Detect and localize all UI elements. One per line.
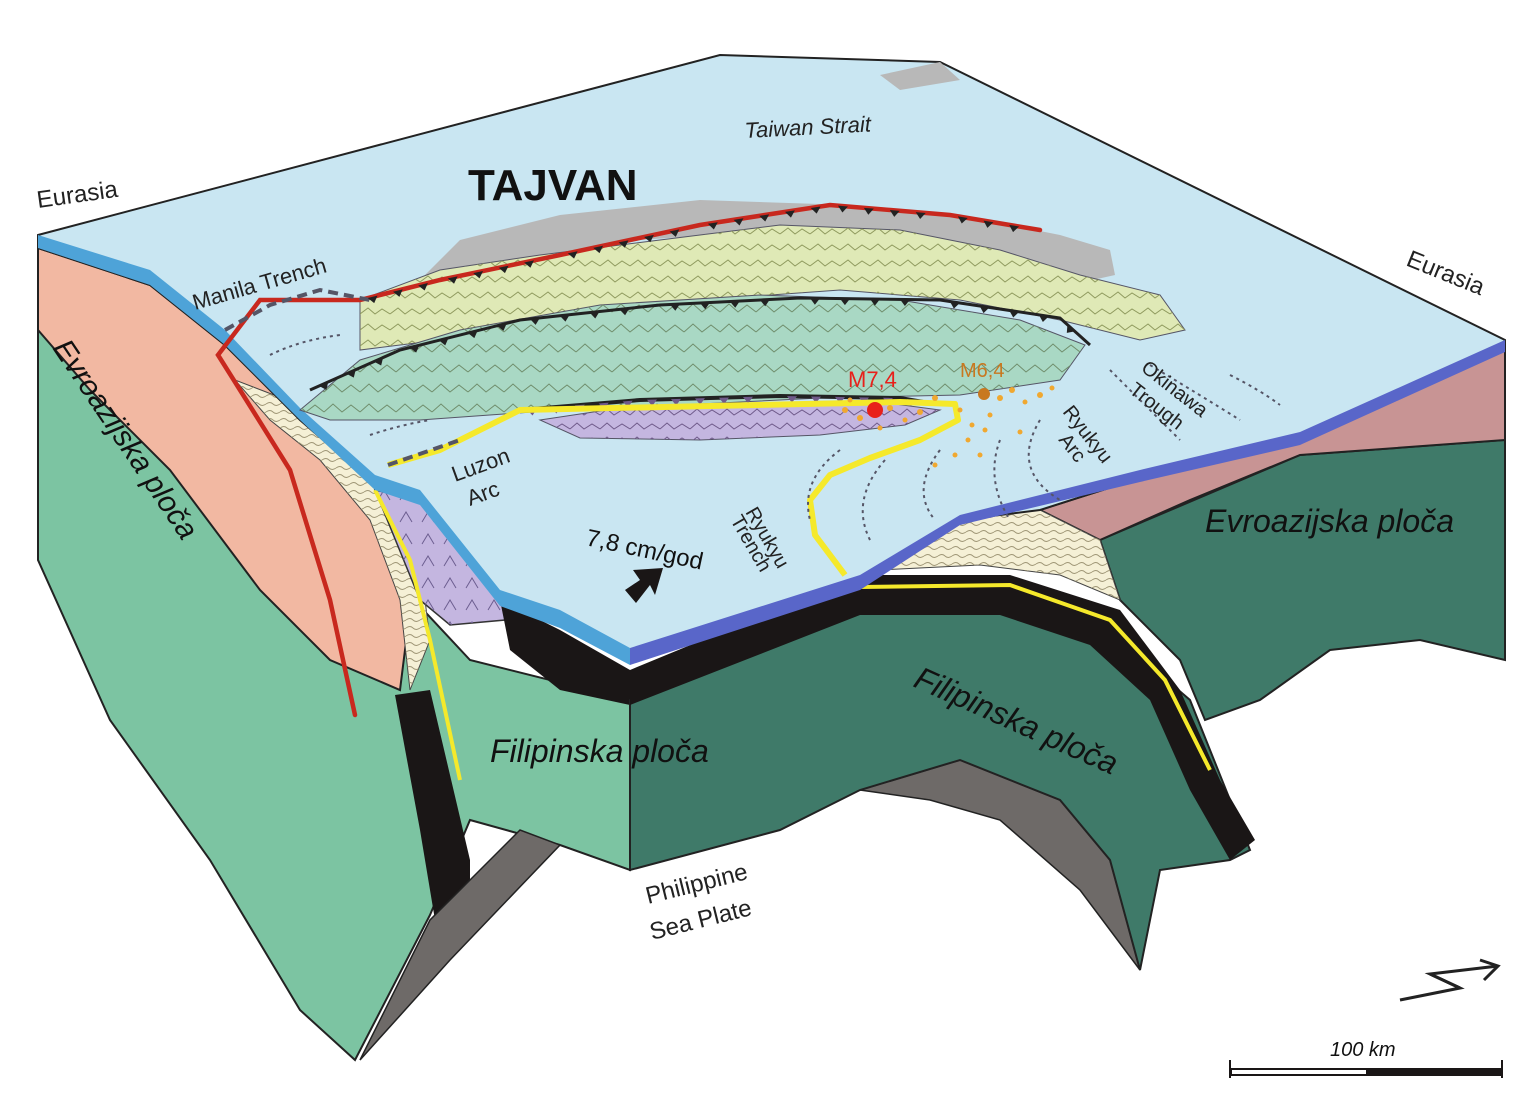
thrust-tooth [809, 298, 820, 305]
thrust-tooth [646, 399, 657, 407]
slab-right [630, 575, 1255, 860]
thrust-tooth [1038, 314, 1049, 323]
thrust-tooth [467, 330, 478, 339]
thrust-tooth [670, 398, 681, 406]
thrust-tooth [524, 260, 534, 268]
thrust-tooth [593, 245, 604, 254]
thrust-tooth [346, 369, 356, 378]
thrust-tooth [810, 396, 821, 404]
thrust-tooth [889, 209, 900, 217]
label-eurasian-plate-right: Evroazijska ploča [1205, 503, 1454, 539]
thrust-tooth [979, 305, 990, 314]
thrust-tooth [759, 214, 770, 222]
thrust-tooth [759, 299, 770, 307]
thrust-tooth [837, 205, 848, 213]
north-arrow-icon [1399, 958, 1501, 1002]
label-eurasia-left: Eurasia [35, 176, 120, 214]
thrust-tooth [669, 304, 680, 311]
thrust-tooth [447, 276, 458, 284]
thrust-tooth [786, 396, 797, 403]
thrust-tooth [899, 299, 910, 306]
thrust-tooth [949, 301, 960, 309]
thrust-tooth [863, 207, 874, 215]
label-philippine-plate-center: Filipinska ploča [490, 733, 709, 769]
thrust-tooth [497, 323, 507, 331]
velocity-arrow-icon [625, 568, 663, 603]
thrust-teeth [319, 205, 1075, 416]
thrust-tooth [473, 271, 484, 279]
edge-right-blue [630, 340, 1505, 665]
scale-bar [1229, 1060, 1503, 1078]
thrust-tooth [1066, 324, 1075, 333]
thrust-tooth [589, 311, 600, 319]
thrust-tooth [694, 398, 705, 405]
thrust-tooth [810, 206, 821, 214]
label-eurasia-right: Eurasia [1403, 246, 1489, 302]
aftershock-cluster [842, 385, 1055, 468]
label-eq-main: M7,4 [848, 367, 897, 392]
dotted-contours [269, 334, 1281, 541]
thrust-tooth [619, 308, 630, 316]
slab-interface-left [373, 489, 462, 781]
thrust-tooth [707, 222, 718, 230]
title-tajvan: TAJVAN [468, 161, 638, 210]
label-scale: 100 km [1330, 1039, 1396, 1061]
thrust-tooth [622, 400, 633, 408]
thrust-tooth [718, 397, 729, 405]
thrust-tooth [699, 302, 710, 310]
taiwan-island-grey [420, 200, 1115, 285]
thrust-tooth [1009, 310, 1020, 318]
luzon-arc-boundary [387, 399, 961, 577]
thrust-tooth [957, 216, 968, 224]
main-earthquake-marker [867, 402, 883, 418]
luzon-arc-dashed [387, 438, 461, 467]
thrust-tooth [418, 283, 428, 291]
thrust-tooth [529, 317, 540, 325]
underside-left [359, 829, 562, 1061]
thrust-tooth [618, 240, 629, 248]
thrust-tooth [742, 396, 753, 404]
thrust-tooth [733, 218, 744, 226]
thrust-tooth [409, 345, 420, 353]
second-earthquake-marker [978, 388, 990, 400]
thrust-tooth [983, 220, 994, 228]
thrust-tooth [567, 251, 578, 259]
thrust-tooth [559, 314, 570, 322]
thrust-tooth [915, 212, 926, 220]
thrust-tooth [729, 301, 740, 308]
thrust-tooth [438, 337, 449, 346]
thrust-tooth [869, 298, 880, 306]
thrust-tooth [834, 396, 845, 404]
slab-left-front [500, 600, 630, 705]
label-eq-second: M6,4 [960, 360, 1004, 382]
thrust-tooth [669, 229, 680, 237]
edge-left-blue [38, 235, 630, 665]
slab-interface-right [859, 582, 1212, 771]
slab-left [395, 690, 470, 920]
manila-trench-dashed [224, 287, 371, 332]
thrust-tooth [498, 265, 509, 274]
thrust-tooth [319, 381, 329, 390]
eurasia-shore [880, 62, 960, 90]
thrust-tooth [644, 234, 654, 243]
thrust-tooth [839, 298, 850, 306]
thrust-tooth [784, 210, 795, 218]
thrust-tooth [392, 289, 403, 297]
thrust-tooth [367, 295, 378, 304]
thrust-tooth [373, 357, 384, 366]
thrust-tooth [1009, 224, 1020, 233]
